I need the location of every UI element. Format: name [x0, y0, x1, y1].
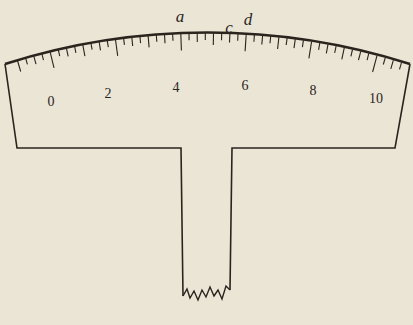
- tick-marks: [17, 33, 401, 72]
- tick: [26, 58, 28, 65]
- tick: [205, 33, 206, 40]
- tick: [286, 38, 288, 45]
- point-letter: c: [225, 19, 233, 36]
- tick: [400, 63, 402, 70]
- tick: [351, 50, 353, 57]
- scale-number: 0: [48, 95, 55, 109]
- tick: [221, 33, 222, 40]
- tick: [253, 35, 255, 42]
- point-letter: a: [176, 8, 185, 25]
- tick: [164, 34, 166, 43]
- tick: [172, 34, 173, 41]
- tick: [197, 33, 198, 42]
- tick: [342, 48, 345, 60]
- body-outline-left: [5, 64, 183, 296]
- tick: [50, 51, 54, 68]
- tick: [58, 49, 60, 56]
- scale-number: 6: [242, 79, 249, 93]
- tick: [180, 33, 182, 50]
- tick: [294, 39, 295, 48]
- tick: [123, 38, 125, 45]
- scale-number: 10: [369, 92, 383, 106]
- tick: [107, 40, 108, 47]
- tick: [245, 34, 246, 51]
- tick: [383, 58, 385, 65]
- tick: [91, 43, 92, 50]
- tick: [213, 33, 214, 45]
- tick: [367, 53, 369, 60]
- point-letter: d: [244, 11, 253, 28]
- tick: [309, 42, 312, 59]
- scale-number: 4: [173, 81, 180, 95]
- tick: [148, 35, 149, 47]
- tick: [278, 37, 279, 49]
- tick: [261, 36, 263, 45]
- tick: [359, 51, 361, 60]
- tick: [115, 39, 117, 56]
- tick: [373, 56, 377, 72]
- scale-number: 8: [310, 84, 317, 98]
- scale-number: 2: [105, 87, 112, 101]
- tick: [188, 33, 189, 40]
- tick: [302, 40, 303, 47]
- tick: [131, 37, 133, 46]
- tick: [156, 35, 158, 42]
- tick: [237, 34, 238, 41]
- tick: [17, 60, 20, 72]
- broken-edge: [183, 286, 230, 300]
- tick: [34, 55, 36, 64]
- scale-arc: [5, 33, 410, 64]
- tick: [83, 44, 85, 56]
- tick: [391, 60, 394, 69]
- tick: [42, 53, 44, 60]
- tick: [66, 48, 68, 57]
- tick: [139, 36, 141, 43]
- tick: [335, 46, 336, 53]
- tick: [75, 46, 76, 53]
- tick: [269, 36, 271, 43]
- tick: [326, 44, 328, 53]
- body-outline-right: [230, 64, 410, 290]
- tick: [319, 43, 320, 50]
- tick: [99, 42, 100, 51]
